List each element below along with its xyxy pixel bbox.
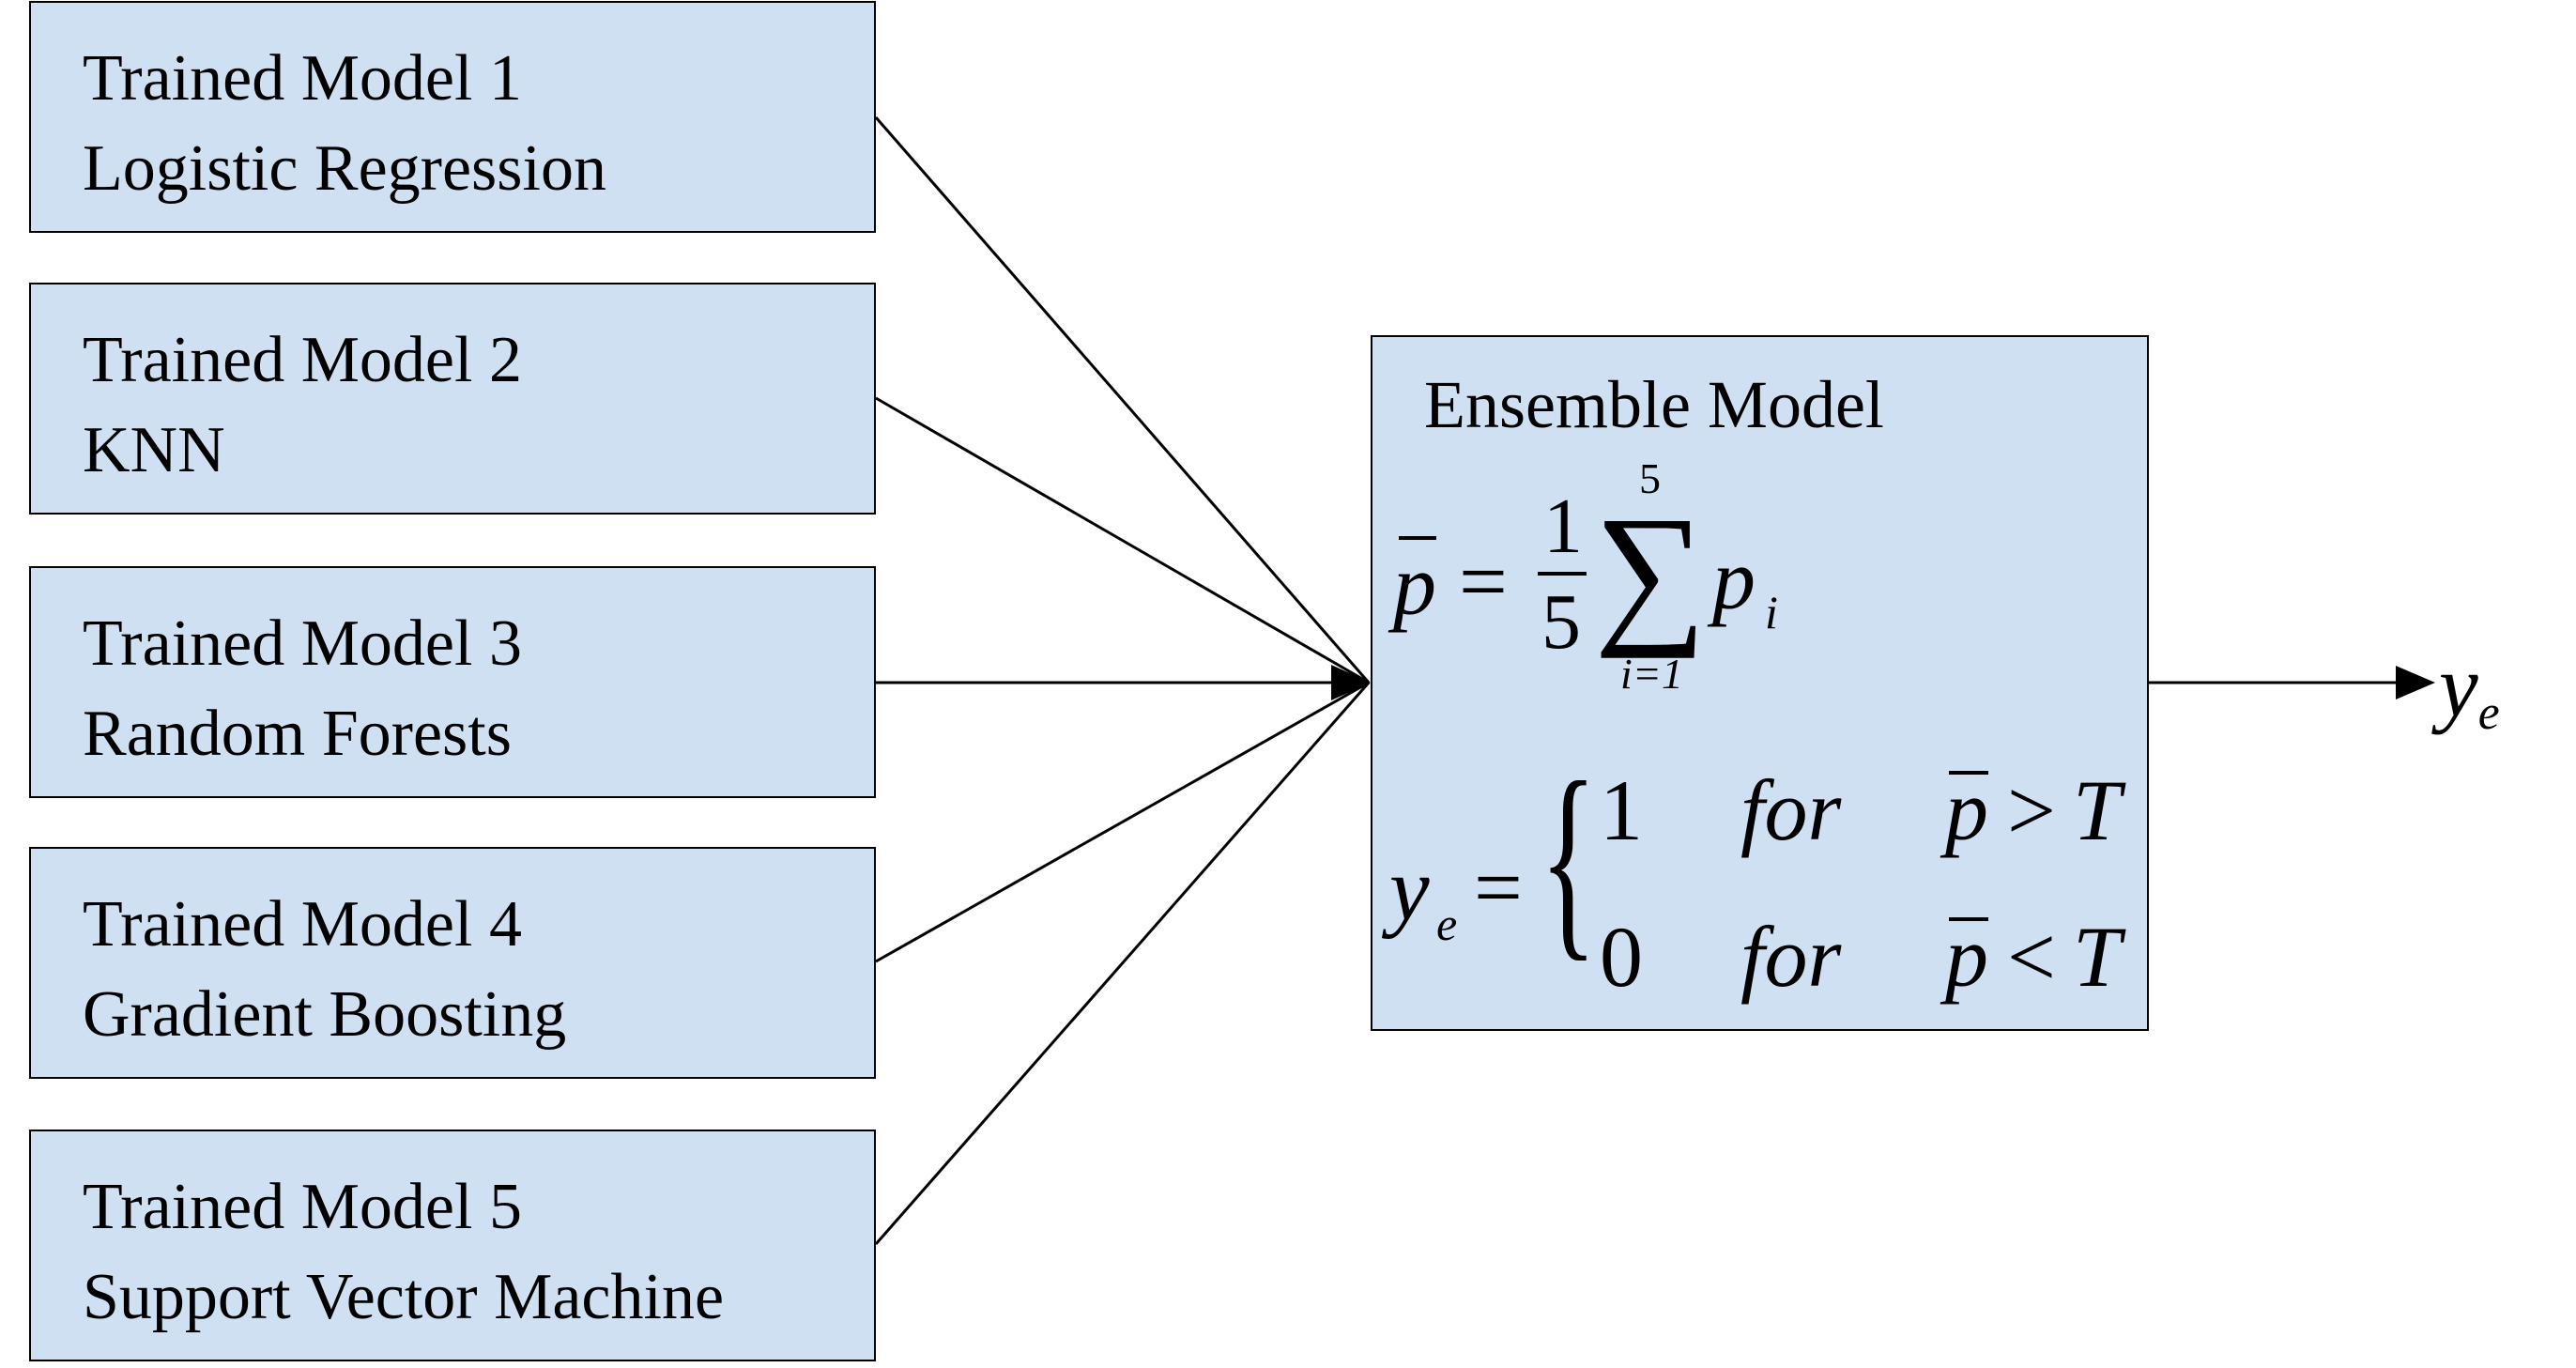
y-subscript: e	[1436, 898, 1458, 950]
model-algorithm: Support Vector Machine	[83, 1261, 725, 1333]
model-title: Trained Model 1	[83, 42, 522, 115]
sigma-icon: ∑	[1594, 484, 1707, 659]
model-title: Trained Model 2	[83, 324, 522, 396]
model-algorithm: Random Forests	[83, 698, 512, 770]
output-arrowhead	[2396, 666, 2435, 699]
fraction-denominator: 5	[1541, 578, 1581, 666]
p-bar-symbol: p	[1393, 537, 1436, 633]
case-2-for: for	[1740, 909, 1842, 1005]
ensemble-model-box: Ensemble Model p = 1 5 5 ∑ i=1 p i y e =…	[1371, 335, 2149, 1031]
model-box-4: Trained Model 4 Gradient Boosting	[29, 847, 876, 1079]
fraction-bar	[1538, 572, 1587, 576]
equals-sign: =	[1459, 533, 1508, 629]
y-symbol: y	[1389, 838, 1430, 939]
p-subscript: i	[1765, 586, 1778, 638]
case-1-gt: >	[2007, 762, 2056, 858]
case-1-overline	[1949, 771, 1988, 775]
model-title: Trained Model 5	[83, 1171, 522, 1243]
case-2-lt: <	[2007, 909, 2056, 1005]
case-2-overline	[1949, 917, 1988, 921]
case-2-value: 0	[1600, 909, 1643, 1005]
model-algorithm: Gradient Boosting	[83, 978, 567, 1051]
model-title: Trained Model 4	[83, 888, 522, 961]
model-box-5: Trained Model 5 Support Vector Machine	[29, 1130, 876, 1361]
left-brace-icon: {	[1540, 738, 1598, 979]
case-2-p-bar: p	[1945, 909, 1988, 1005]
sum-upper-limit: 5	[1639, 454, 1661, 502]
case-2-threshold: T	[2073, 909, 2122, 1005]
connector-model-5	[874, 682, 1371, 1245]
fraction-numerator: 1	[1543, 483, 1583, 570]
model-algorithm: KNN	[83, 414, 225, 486]
model-box-3: Trained Model 3 Random Forests	[29, 566, 876, 798]
case-1-threshold: T	[2073, 762, 2122, 858]
model-box-1: Trained Model 1 Logistic Regression	[29, 1, 876, 233]
input-arrowhead	[1331, 665, 1371, 700]
ensemble-title: Ensemble Model	[1424, 367, 1884, 442]
sum-lower-limit: i=1	[1620, 650, 1683, 698]
p-symbol: p	[1712, 531, 1756, 627]
output-label: ye	[2439, 642, 2500, 738]
model-algorithm: Logistic Regression	[83, 132, 606, 205]
case-1-for: for	[1740, 762, 1842, 858]
connector-model-4	[875, 681, 1370, 963]
case-1-p-bar: p	[1945, 762, 1988, 858]
case-1-value: 1	[1600, 762, 1643, 858]
output-symbol: y	[2439, 638, 2478, 735]
output-subscript: e	[2477, 686, 2500, 741]
p-bar-overline	[1399, 536, 1436, 540]
connector-model-2	[875, 396, 1370, 684]
model-title: Trained Model 3	[83, 607, 522, 680]
model-box-2: Trained Model 2 KNN	[29, 283, 876, 515]
equals-sign: =	[1474, 839, 1523, 935]
connector-model-1	[874, 116, 1371, 684]
